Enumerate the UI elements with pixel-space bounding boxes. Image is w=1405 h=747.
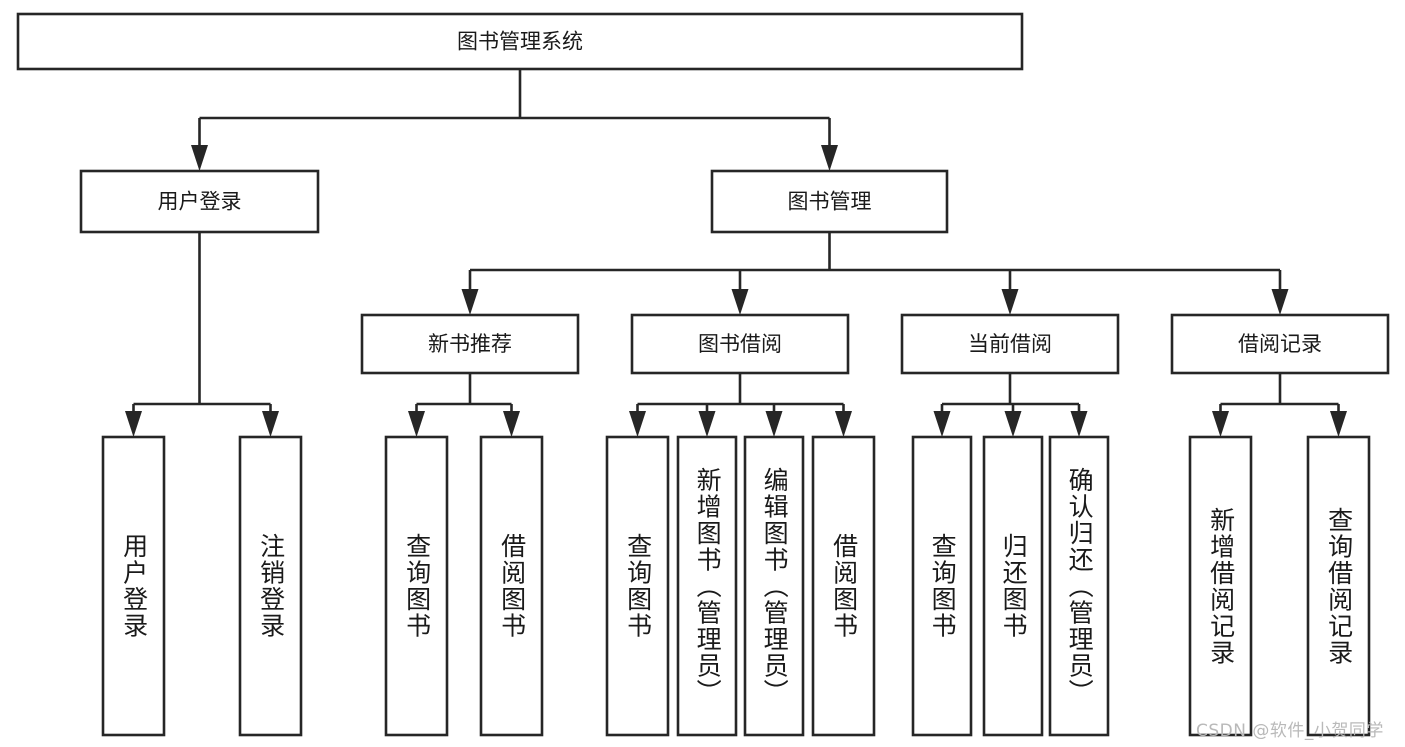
level3-1-arrow-1 bbox=[698, 411, 716, 437]
node-label-level2-1: 图书管理 bbox=[788, 190, 872, 214]
node-box-level3-3[interactable] bbox=[1170, 313, 1390, 375]
node-box-leaf-1-3[interactable] bbox=[811, 435, 876, 737]
node-label-level3-1: 图书借阅 bbox=[698, 332, 782, 356]
root-arrow-1 bbox=[821, 145, 838, 171]
node-box-level3-0[interactable] bbox=[360, 313, 580, 375]
level2-1-arrow-0 bbox=[461, 289, 479, 315]
node-label-level3-2: 当前借阅 bbox=[968, 332, 1052, 356]
root-arrow-0 bbox=[191, 145, 208, 171]
node-box-level2-0[interactable] bbox=[79, 169, 320, 234]
level3-2-arrow-2 bbox=[1070, 411, 1088, 437]
node-label-root: 图书管理系统 bbox=[457, 30, 583, 54]
level3-1-arrow-3 bbox=[835, 411, 852, 437]
level3-2-arrow-0 bbox=[933, 411, 951, 437]
node-box-leaf-2-2[interactable] bbox=[1048, 435, 1110, 737]
watermark-text: CSDN @软件_小贺同学 bbox=[1196, 721, 1384, 741]
connector-lines bbox=[125, 69, 1347, 437]
node-box-leaf-3-1[interactable] bbox=[1306, 435, 1371, 737]
node-label-level3-3: 借阅记录 bbox=[1238, 332, 1322, 356]
level3-3-arrow-1 bbox=[1330, 411, 1347, 437]
level3-2-arrow-1 bbox=[1004, 411, 1022, 437]
level2-1-arrow-3 bbox=[1271, 289, 1289, 315]
level2-1-arrow-1 bbox=[731, 289, 749, 315]
level3-1-arrow-2 bbox=[765, 411, 783, 437]
level3-1-arrow-0 bbox=[629, 411, 646, 437]
node-box-root[interactable] bbox=[16, 12, 1024, 71]
node-boxes bbox=[16, 12, 1390, 737]
node-label-level3-0: 新书推荐 bbox=[428, 332, 512, 356]
node-box-leaf-3-0[interactable] bbox=[1188, 435, 1253, 737]
node-box-leaf-1-2[interactable] bbox=[743, 435, 805, 737]
node-box-leaf-2-1[interactable] bbox=[982, 435, 1044, 737]
level3-3-arrow-0 bbox=[1212, 411, 1229, 437]
node-box-leaf-0-1[interactable] bbox=[238, 435, 303, 737]
node-box-leaf-1-0[interactable] bbox=[605, 435, 670, 737]
node-box-level3-2[interactable] bbox=[900, 313, 1120, 375]
level2-0-arrow-0 bbox=[125, 411, 142, 437]
node-box-leaf-2-0[interactable] bbox=[911, 435, 973, 737]
level2-1-arrow-2 bbox=[1001, 289, 1019, 315]
node-label-level2-0: 用户登录 bbox=[158, 190, 242, 214]
node-box-level2-1[interactable] bbox=[710, 169, 949, 234]
node-box-level3-1[interactable] bbox=[630, 313, 850, 375]
node-box-leaf-1-1[interactable] bbox=[676, 435, 738, 737]
level2-0-arrow-1 bbox=[262, 411, 279, 437]
node-box-leaf-0-0[interactable] bbox=[101, 435, 166, 737]
node-box-leaf-0-0[interactable] bbox=[384, 435, 449, 737]
level3-0-arrow-0 bbox=[408, 411, 425, 437]
node-box-leaf-0-1[interactable] bbox=[479, 435, 544, 737]
level3-0-arrow-1 bbox=[503, 411, 520, 437]
